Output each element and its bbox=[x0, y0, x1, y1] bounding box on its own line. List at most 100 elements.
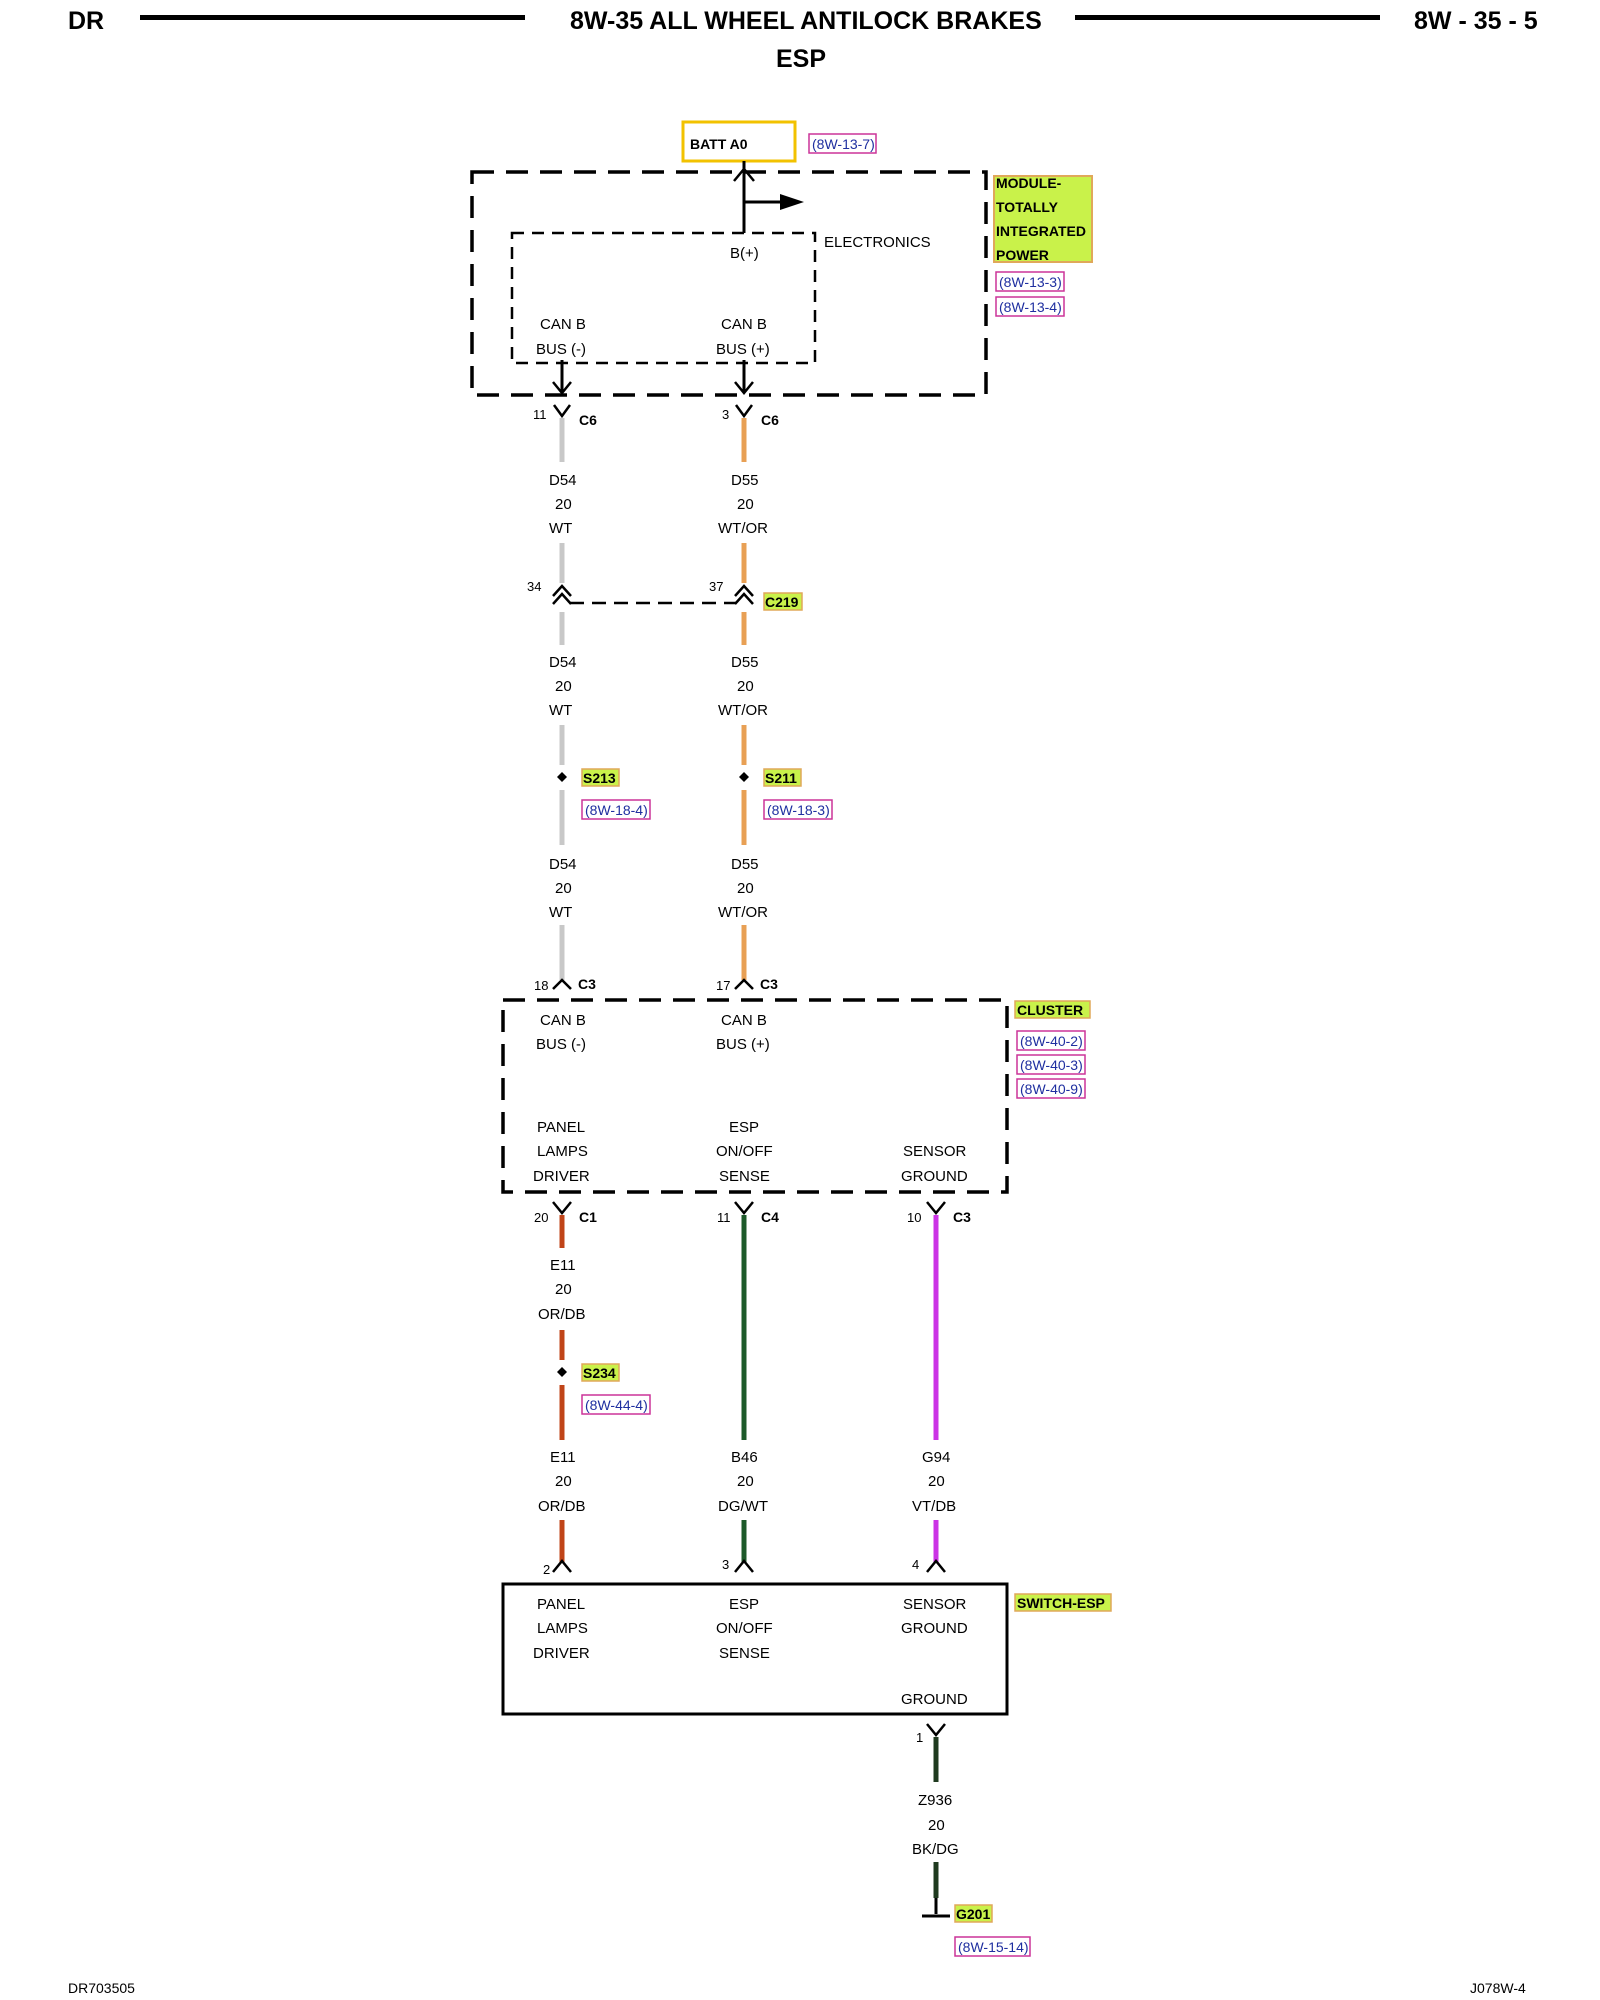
g201-tag bbox=[954, 1904, 993, 1923]
cluster-out-c4-pin: 11 bbox=[717, 1210, 731, 1225]
g94-gauge: 20 bbox=[928, 1473, 945, 1490]
tipm-can-plus-line2: BUS (+) bbox=[716, 341, 770, 358]
c219-tag bbox=[763, 592, 803, 611]
batt-a0-ref[interactable]: (8W-13-7) bbox=[812, 136, 875, 152]
g201-label: G201 bbox=[956, 1906, 990, 1922]
s213-ref[interactable]: (8W-18-4) bbox=[585, 802, 648, 818]
e11-color-2: OR/DB bbox=[538, 1498, 586, 1515]
switch-esp-line3: SENSE bbox=[719, 1645, 770, 1662]
s211-ref-box bbox=[763, 799, 833, 820]
tipm-electronics-box bbox=[510, 231, 817, 365]
cluster-sensor-line1: SENSOR bbox=[903, 1143, 967, 1160]
d54-circuit-2: D54 bbox=[549, 654, 577, 671]
switch-panel-line2: LAMPS bbox=[537, 1620, 588, 1637]
tipm-name-line2: TOTALLY bbox=[996, 199, 1059, 215]
d55-circuit-1: D55 bbox=[731, 472, 759, 489]
tipm-name-line3: INTEGRATED bbox=[996, 223, 1086, 239]
d54-color-3: WT bbox=[549, 904, 572, 921]
tipm-can-plus-line1: CAN B bbox=[721, 316, 767, 333]
cluster-ref3-box bbox=[1016, 1078, 1086, 1099]
cluster-out-c1-pin: 20 bbox=[534, 1210, 548, 1225]
page-number: 8W - 35 - 5 bbox=[1414, 7, 1538, 35]
d54-circuit-1: D54 bbox=[549, 472, 577, 489]
b46-circuit: B46 bbox=[731, 1449, 758, 1466]
batt-a0-ref-box bbox=[808, 133, 877, 154]
s211-ref[interactable]: (8W-18-3) bbox=[767, 802, 830, 818]
tipm-ref1[interactable]: (8W-13-3) bbox=[999, 274, 1062, 290]
e11-gauge-2: 20 bbox=[555, 1473, 572, 1490]
g94-circuit: G94 bbox=[922, 1449, 950, 1466]
switch-esp-box bbox=[501, 1582, 1009, 1716]
d54-color-1: WT bbox=[549, 520, 572, 537]
d54-color-2: WT bbox=[549, 702, 572, 719]
cluster-c4-connector-icon bbox=[734, 1201, 754, 1215]
electronic-switch-arrowhead-icon bbox=[780, 194, 804, 210]
d55-circuit-2: D55 bbox=[731, 654, 759, 671]
c219-right-connector-icon-b bbox=[734, 592, 754, 605]
g201-ref-box bbox=[954, 1936, 1031, 1957]
b46-gauge: 20 bbox=[737, 1473, 754, 1490]
tipm-can-minus-line2: BUS (-) bbox=[536, 341, 586, 358]
cluster-can-minus-line2: BUS (-) bbox=[536, 1036, 586, 1053]
tipm-name-tag bbox=[993, 175, 1093, 263]
tipm-ref2[interactable]: (8W-13-4) bbox=[999, 299, 1062, 315]
cluster-tag bbox=[1014, 1000, 1091, 1019]
cluster-in-left-pin: 18 bbox=[534, 978, 548, 993]
cluster-esp-line3: SENSE bbox=[719, 1168, 770, 1185]
cluster-in-right-conn: C3 bbox=[760, 976, 778, 992]
tipm-ref1-box bbox=[995, 271, 1065, 292]
tipm-outer-box bbox=[470, 170, 988, 397]
s213-tag bbox=[581, 768, 620, 787]
s234-label: S234 bbox=[583, 1365, 616, 1381]
g94-color: VT/DB bbox=[912, 1498, 956, 1515]
cluster-panel-line2: LAMPS bbox=[537, 1143, 588, 1160]
switch-esp-name: SWITCH-ESP bbox=[1017, 1595, 1105, 1611]
cluster-ref1-box bbox=[1016, 1030, 1086, 1051]
c6-right-conn: C6 bbox=[761, 412, 779, 428]
c219-right-connector-icon bbox=[734, 584, 754, 597]
d55-color-3: WT/OR bbox=[718, 904, 768, 921]
switch-esp-tag bbox=[1014, 1593, 1112, 1612]
cluster-out-c1-conn: C1 bbox=[579, 1209, 597, 1225]
switch-sensor-line2: GROUND bbox=[901, 1620, 968, 1637]
cluster-sensor-line2: GROUND bbox=[901, 1168, 968, 1185]
cluster-in-left-conn: C3 bbox=[578, 976, 596, 992]
cluster-esp-line2: ON/OFF bbox=[716, 1143, 773, 1160]
cluster-c3-out-connector-icon bbox=[926, 1201, 946, 1215]
e11-color-1: OR/DB bbox=[538, 1306, 586, 1323]
cluster-can-minus-line1: CAN B bbox=[540, 1012, 586, 1029]
header-rule-right bbox=[1075, 15, 1380, 20]
d54-gauge-1: 20 bbox=[555, 496, 572, 513]
cluster-panel-line1: PANEL bbox=[537, 1119, 585, 1136]
switch-esp-line2: ON/OFF bbox=[716, 1620, 773, 1637]
cluster-ref2[interactable]: (8W-40-3) bbox=[1020, 1057, 1083, 1073]
z936-gauge: 20 bbox=[928, 1817, 945, 1834]
footer-left-code: DR703505 bbox=[68, 1980, 135, 1996]
switch-pin2-connector-icon bbox=[552, 1559, 572, 1573]
s213-label: S213 bbox=[583, 770, 616, 786]
cluster-can-plus-line2: BUS (+) bbox=[716, 1036, 770, 1053]
d54-gauge-2: 20 bbox=[555, 678, 572, 695]
s213-ref-box bbox=[581, 799, 651, 820]
g201-ref[interactable]: (8W-15-14) bbox=[958, 1939, 1029, 1955]
switch-sensor-line1: SENSOR bbox=[903, 1596, 967, 1613]
b46-color: DG/WT bbox=[718, 1498, 768, 1515]
cluster-c3-right-connector-icon bbox=[734, 978, 754, 990]
switch-ground-label: GROUND bbox=[901, 1691, 968, 1708]
s234-ref[interactable]: (8W-44-4) bbox=[585, 1397, 648, 1413]
c6-right-connector-icon bbox=[734, 404, 754, 419]
cluster-can-plus-line1: CAN B bbox=[721, 1012, 767, 1029]
d55-circuit-3: D55 bbox=[731, 856, 759, 873]
d55-gauge-2: 20 bbox=[737, 678, 754, 695]
cluster-out-c4-conn: C4 bbox=[761, 1209, 779, 1225]
cluster-ref1[interactable]: (8W-40-2) bbox=[1020, 1033, 1083, 1049]
d54-circuit-3: D54 bbox=[549, 856, 577, 873]
e11-circuit-2: E11 bbox=[550, 1449, 576, 1466]
cluster-c3-left-connector-icon bbox=[552, 978, 572, 990]
cluster-ref3[interactable]: (8W-40-9) bbox=[1020, 1081, 1083, 1097]
s211-tag bbox=[763, 768, 802, 787]
cluster-box bbox=[501, 998, 1009, 1194]
cluster-name: CLUSTER bbox=[1017, 1002, 1083, 1018]
s211-splice-icon bbox=[739, 772, 749, 782]
